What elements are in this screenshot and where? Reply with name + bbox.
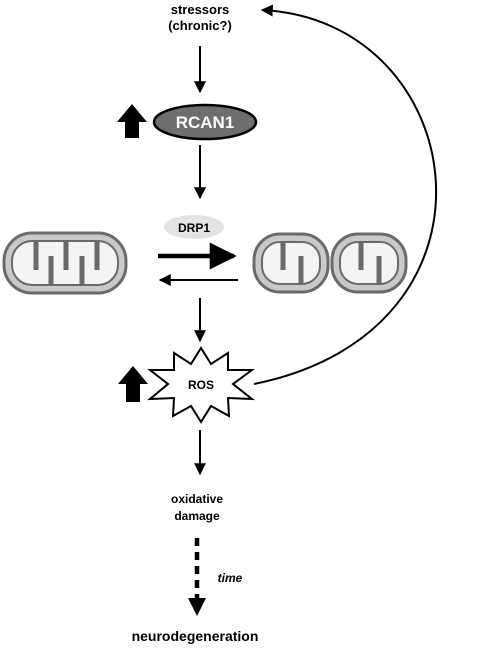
dashed-arrow-head bbox=[188, 598, 206, 616]
stressors-label: stressors bbox=[171, 2, 230, 17]
ros-node bbox=[147, 346, 256, 424]
oxidative-damage-label: oxidative bbox=[171, 492, 223, 506]
oxidative-damage-subtitle: damage bbox=[174, 509, 220, 523]
time-label: time bbox=[218, 571, 243, 585]
neurodegeneration-label: neurodegeneration bbox=[132, 628, 259, 644]
drp1-label: DRP1 bbox=[178, 221, 210, 235]
up-arrow-icon bbox=[118, 366, 148, 402]
rcan1-node bbox=[152, 103, 258, 141]
up-arrow-icon bbox=[117, 104, 147, 138]
elongated-mitochondrion bbox=[2, 231, 128, 295]
feedback-arrow-ros-to-stressors bbox=[253, 4, 438, 385]
ros-label: ROS bbox=[188, 378, 214, 392]
rcan1-label: RCAN1 bbox=[176, 113, 235, 132]
drp1-node bbox=[164, 215, 224, 239]
stressors-subtitle: (chronic?) bbox=[168, 18, 232, 33]
fragmented-mitochondria bbox=[252, 232, 408, 294]
